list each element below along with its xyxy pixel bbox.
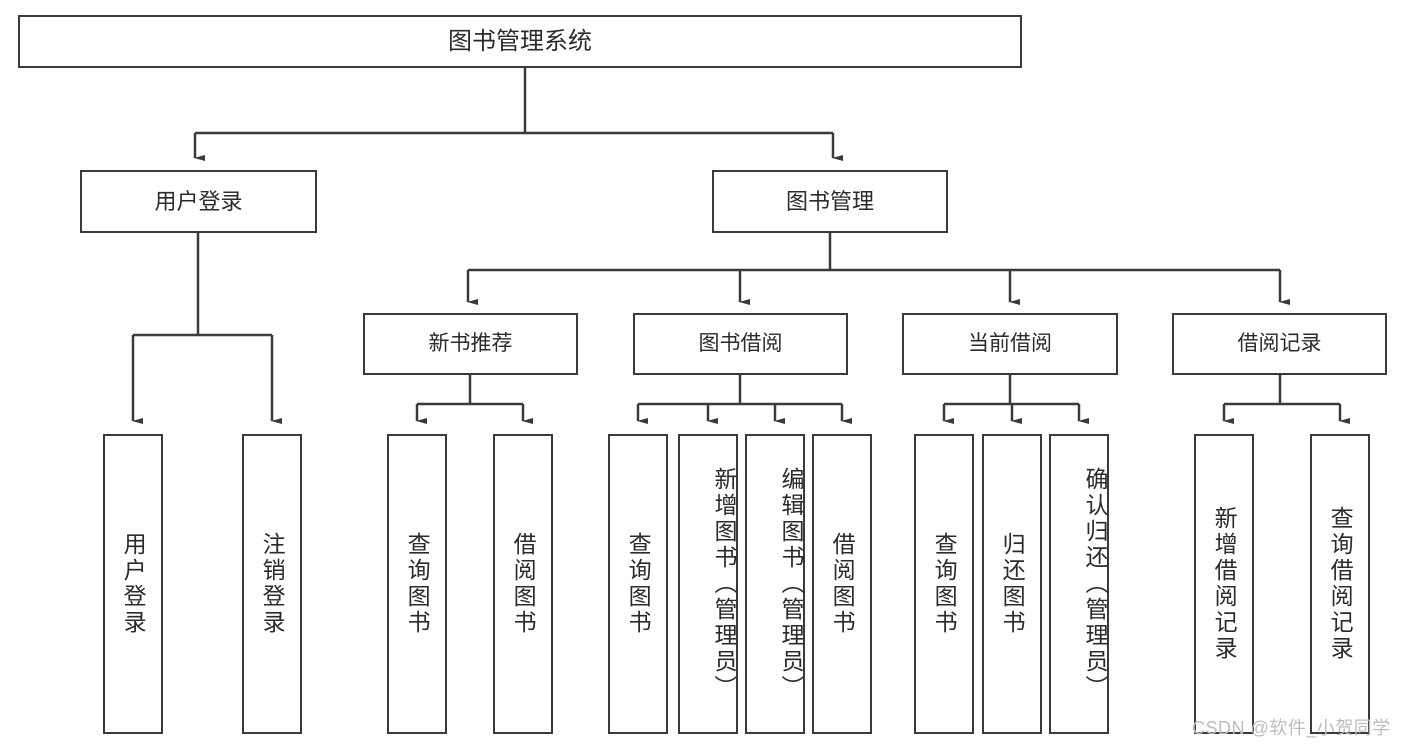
leaf-newbook-borrow-book[interactable]: 借阅图书 (493, 434, 553, 734)
leaf-newbook-query-book[interactable]: 查询图书 (387, 434, 447, 734)
node-user-login[interactable]: 用户登录 (80, 170, 317, 233)
leaf-currentborrow-query-book[interactable]: 查询图书 (914, 434, 974, 734)
leaf-bookborrow-query-book[interactable]: 查询图书 (608, 434, 668, 734)
node-new-book-recommend[interactable]: 新书推荐 (363, 313, 578, 375)
node-current-borrow[interactable]: 当前借阅 (902, 313, 1118, 375)
leaf-bookborrow-borrow-book[interactable]: 借阅图书 (812, 434, 872, 734)
leaf-currentborrow-confirm-return-admin[interactable]: 确认归还（管理员） (1049, 434, 1109, 734)
node-borrow-record[interactable]: 借阅记录 (1172, 313, 1387, 375)
leaf-bookborrow-add-book-admin[interactable]: 新增图书（管理员） (678, 434, 738, 734)
node-book-borrow[interactable]: 图书借阅 (633, 313, 848, 375)
node-root-system[interactable]: 图书管理系统 (18, 15, 1022, 68)
leaf-borrowrecord-query-record[interactable]: 查询借阅记录 (1310, 434, 1370, 734)
leaf-borrowrecord-add-record[interactable]: 新增借阅记录 (1194, 434, 1254, 734)
leaf-currentborrow-return-book[interactable]: 归还图书 (982, 434, 1042, 734)
leaf-user-login-signin[interactable]: 用户登录 (103, 434, 163, 734)
leaf-bookborrow-edit-book-admin[interactable]: 编辑图书（管理员） (745, 434, 805, 734)
leaf-user-login-signout[interactable]: 注销登录 (242, 434, 302, 734)
node-book-management[interactable]: 图书管理 (712, 170, 948, 233)
watermark-text: CSDN @软件_小贺同学 (1192, 718, 1391, 738)
